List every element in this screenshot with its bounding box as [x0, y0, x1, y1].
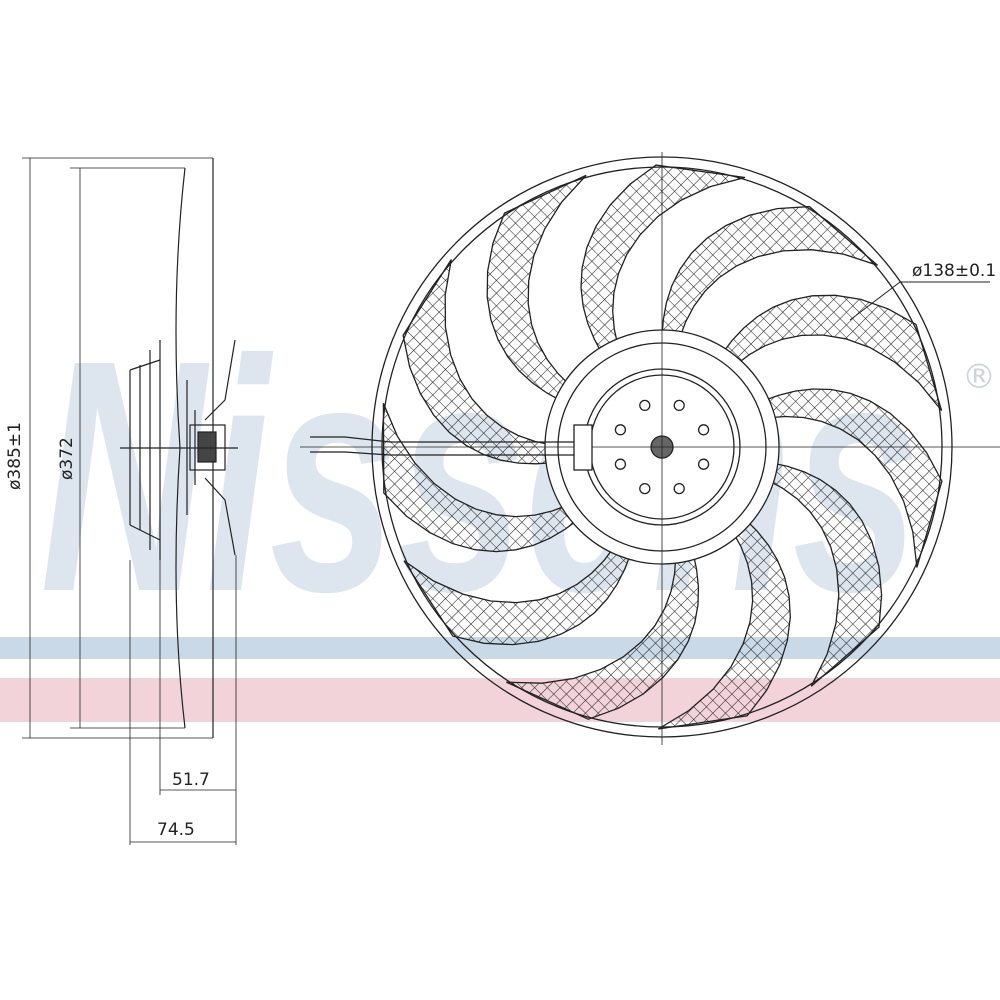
hub-hole	[697, 424, 710, 436]
fan-blade	[657, 518, 791, 730]
front-view	[300, 152, 1000, 745]
dimension-overall-diameter: ø385±1	[5, 422, 25, 490]
hub-hole	[673, 482, 685, 495]
hub-hole	[673, 399, 685, 412]
fan-blade	[766, 461, 883, 687]
hub-hole	[697, 458, 710, 470]
dimension-hub-diameter: ø138±0.1	[912, 261, 996, 281]
fan-blade	[761, 388, 943, 568]
dimension-depth-inner: 51.7	[172, 770, 210, 790]
dimension-blade-diameter: ø372	[57, 437, 77, 480]
fan-blade	[382, 402, 580, 553]
hub-hole	[639, 399, 651, 412]
fan-blade	[402, 259, 554, 465]
hub-holes	[614, 399, 710, 495]
fan-blade	[506, 551, 700, 720]
fan-blade	[403, 545, 632, 646]
fan-blade	[661, 205, 878, 340]
hub-hole	[614, 458, 627, 470]
dimension-depth-total: 74.5	[157, 820, 195, 840]
registered-mark: ®	[962, 357, 996, 397]
watermark-stripe-red	[0, 678, 1000, 722]
side-view	[22, 157, 238, 845]
fan-blades	[382, 164, 943, 730]
fan-blade	[580, 164, 746, 356]
fan-blade	[720, 294, 943, 412]
hub-hole	[639, 482, 651, 495]
hub-hole	[614, 424, 627, 436]
fan-blade	[486, 174, 587, 403]
